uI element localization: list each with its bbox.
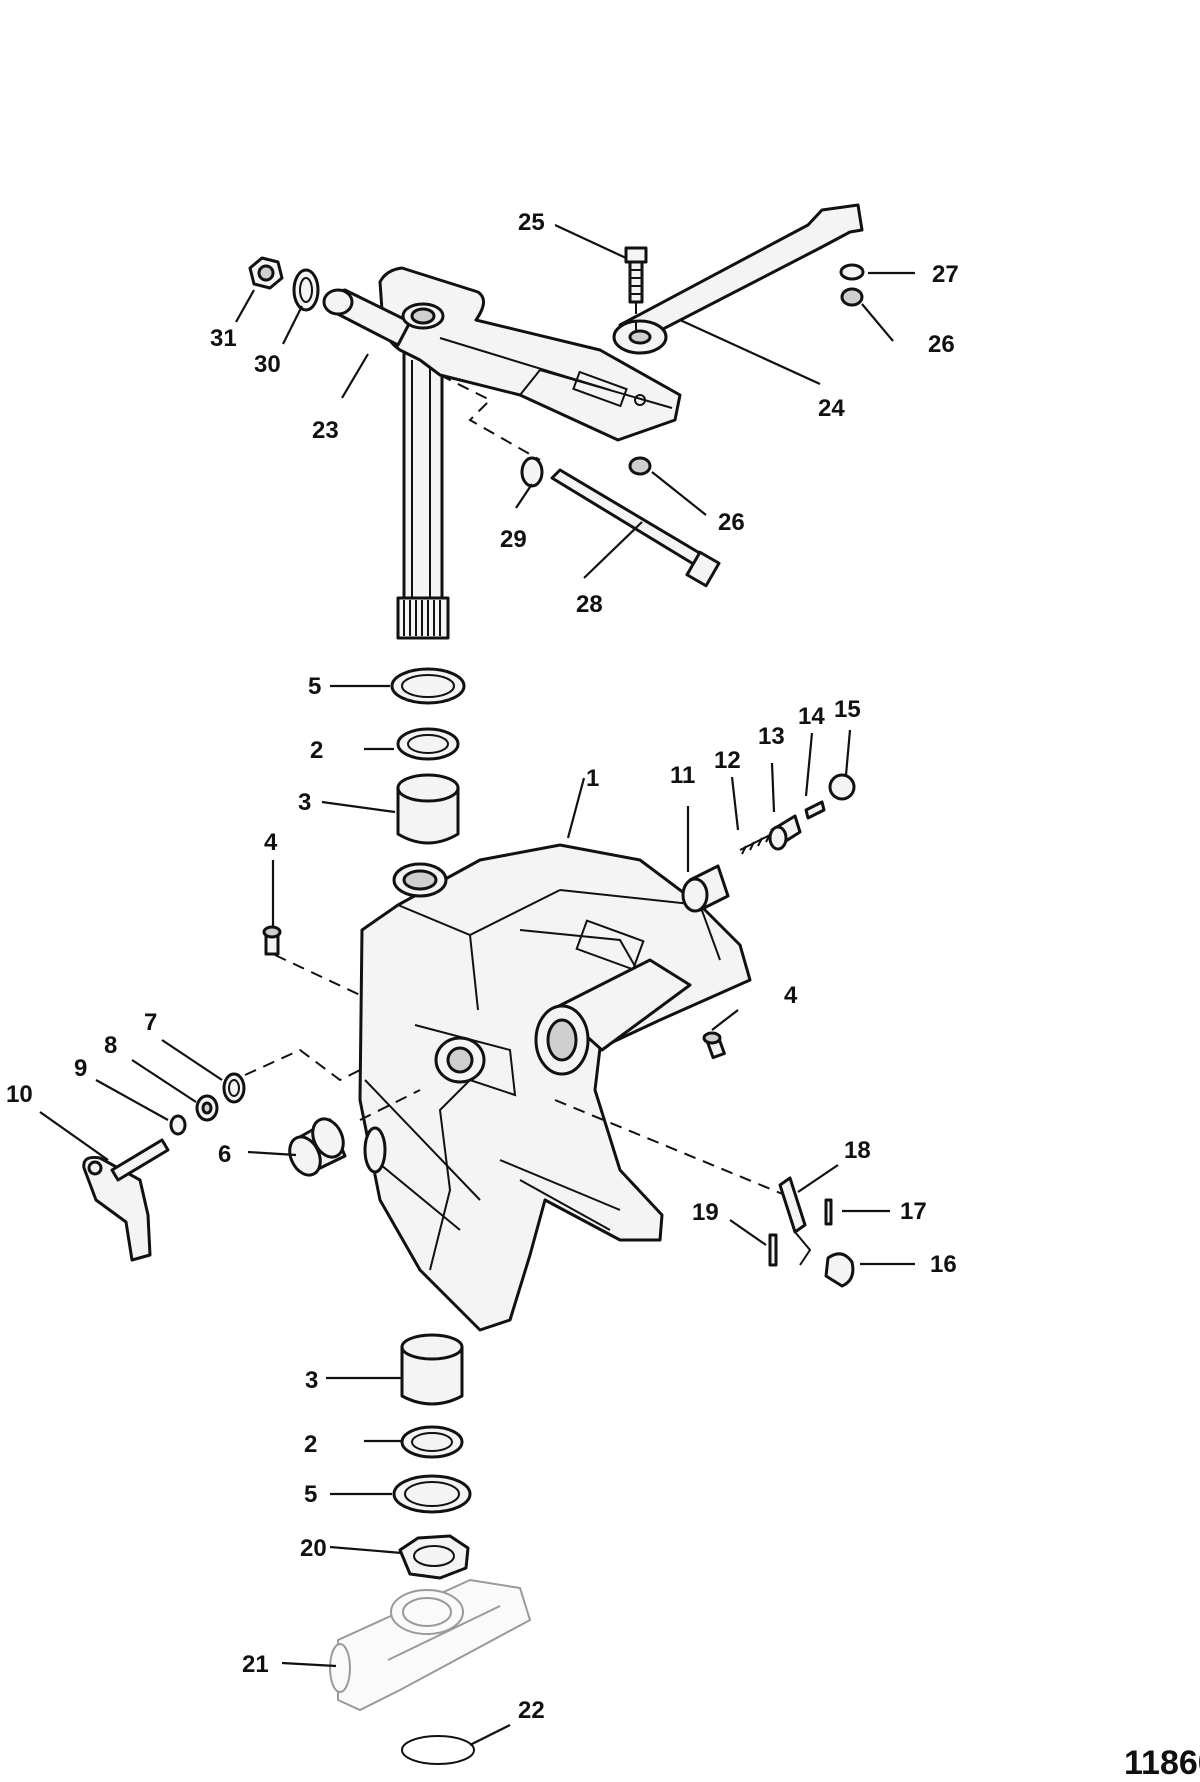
callout-26: 26 [928,331,955,358]
callout-16: 16 [930,1251,957,1278]
callout-13: 13 [758,723,785,750]
callout-7: 7 [144,1009,157,1036]
retainer-clips [768,1176,855,1288]
callout-19: 19 [692,1199,719,1226]
callout-25: 25 [518,209,545,236]
callout-2: 2 [310,737,323,764]
callout-12: 12 [714,747,741,774]
washer [628,263,865,476]
callout-26: 26 [718,509,745,536]
trim-stop-parts [681,773,856,913]
steering-yoke [329,1578,532,1712]
callout-22: 22 [518,1697,545,1724]
callout-9: 9 [74,1055,87,1082]
callout-30: 30 [254,351,281,378]
callout-11: 11 [670,762,695,789]
callout-23: 23 [312,417,339,444]
callout-28: 28 [576,591,603,618]
bolt [624,246,648,330]
callout-8: 8 [104,1032,117,1059]
callout-3: 3 [298,789,311,816]
figure-reference-number: 11860 [1124,1744,1200,1782]
seal-lower [400,1425,464,1459]
callout-4: 4 [264,829,278,856]
callout-21: 21 [242,1651,269,1678]
thrust-washer-upper [390,667,466,705]
callout-29: 29 [500,526,527,553]
callout-numbers: 1 2 2 3 3 4 4 5 5 6 7 8 9 10 11 12 13 14… [6,209,959,1724]
callout-24: 24 [818,395,845,422]
callout-15: 15 [834,696,861,723]
leader-lines [39,224,915,1746]
trim-lever [82,1138,170,1262]
callout-27: 27 [932,261,959,288]
swivel-bracket [358,843,752,1332]
callout-10: 10 [6,1081,33,1108]
callout-31: 31 [210,325,237,352]
steering-arm-tube [322,266,682,640]
thrust-washer-lower [392,1474,472,1514]
callout-14: 14 [798,703,825,730]
callout-6: 6 [218,1141,231,1168]
callout-4: 4 [784,982,798,1009]
callout-2: 2 [304,1431,317,1458]
callout-17: 17 [900,1198,927,1225]
bushing-lower [400,1333,464,1406]
callout-1: 1 [586,765,599,792]
bushing-upper [396,773,460,845]
lever-washers [169,1072,246,1136]
tab-washer [398,1534,470,1580]
callout-20: 20 [300,1535,327,1562]
tie-rod [520,456,721,588]
lock-nut [248,256,320,312]
callout-18: 18 [844,1137,871,1164]
callout-5: 5 [308,673,321,700]
callout-5: 5 [304,1481,317,1508]
callout-3: 3 [305,1367,318,1394]
seal-upper [396,727,460,761]
retaining-ring [401,1735,475,1765]
steering-link-rod [612,203,864,355]
bushing-side [288,1117,347,1177]
